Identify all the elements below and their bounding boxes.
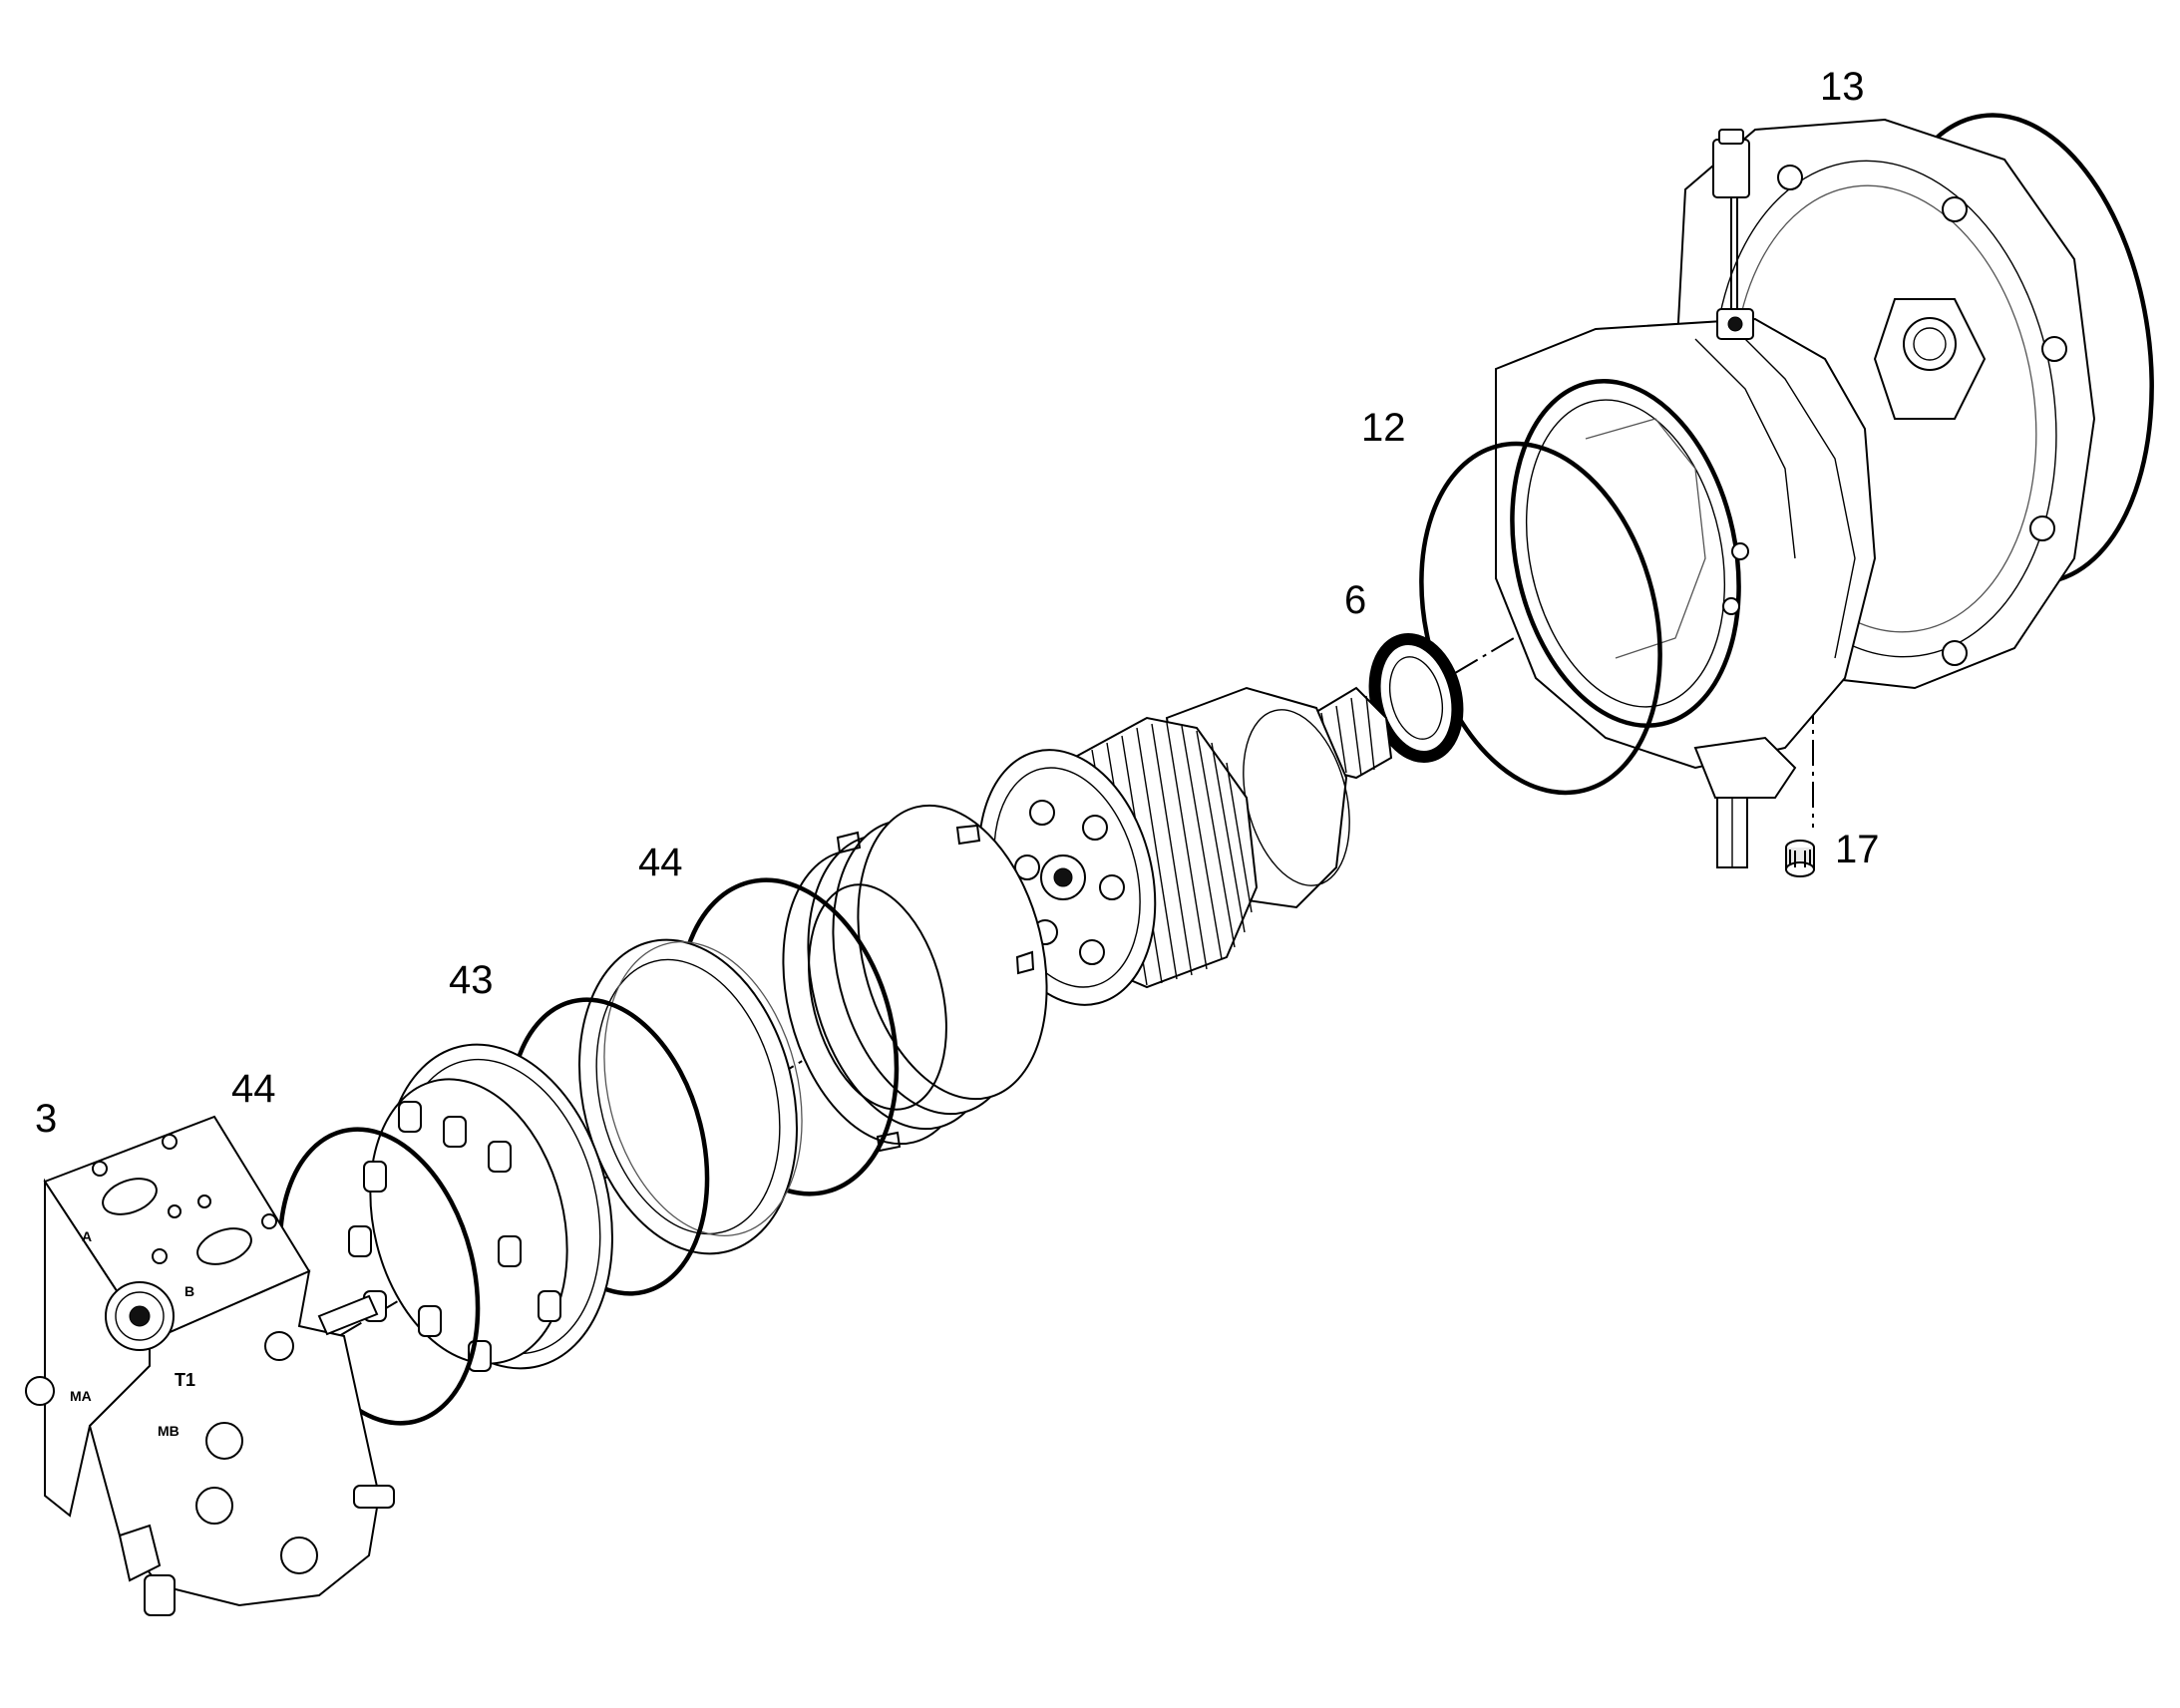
callout-6: 6 bbox=[1344, 578, 1366, 622]
part-13-housing bbox=[1495, 113, 2154, 868]
port-mark-t1: T1 bbox=[175, 1370, 195, 1390]
callouts: 3 44 43 44 6 12 13 17 bbox=[35, 65, 1880, 1141]
brake-disc-pack bbox=[782, 804, 1048, 1153]
callout-43: 43 bbox=[449, 958, 494, 1002]
port-mark-ma: MA bbox=[70, 1388, 92, 1404]
port-mark-mb: MB bbox=[158, 1423, 180, 1439]
callout-44-left: 44 bbox=[231, 1067, 276, 1111]
speed-sensor-top bbox=[1712, 129, 1754, 340]
callout-12: 12 bbox=[1361, 406, 1406, 450]
part-17-plug bbox=[1785, 840, 1815, 877]
callout-3: 3 bbox=[35, 1097, 57, 1141]
part-6-shaft-seal bbox=[1368, 632, 1464, 764]
springs bbox=[348, 1101, 561, 1372]
port-mark-b: B bbox=[184, 1283, 194, 1299]
part-3-port-plate: A B T1 MA MB bbox=[25, 1115, 395, 1616]
callout-13: 13 bbox=[1820, 65, 1865, 109]
spring-carrier bbox=[348, 1043, 613, 1372]
speed-sensor-bottom bbox=[1693, 736, 1797, 868]
callout-17: 17 bbox=[1835, 828, 1880, 871]
port-mark-a: A bbox=[82, 1228, 92, 1244]
callout-44-middle: 44 bbox=[638, 841, 683, 884]
